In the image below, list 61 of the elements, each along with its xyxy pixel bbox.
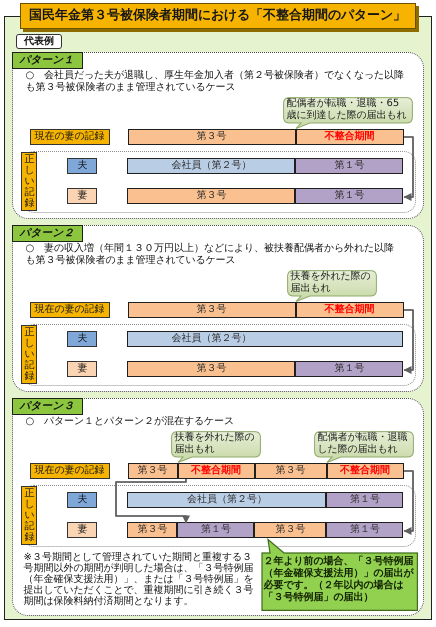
speech-bubble <box>282 96 412 128</box>
period-bar: 第３号 <box>254 462 326 478</box>
callout-text: ２年より前の場合、「３号特例届（年金確保支援法用）」の届出が必要です。（２年以内の場合は「３号特例届」の届出） <box>264 556 415 604</box>
vertical-label: 正しい記録 <box>21 324 38 384</box>
period-bar: 第３号 <box>127 188 296 204</box>
period-bar: 第１号 <box>295 158 404 174</box>
pattern-tab: パターン３ <box>12 398 82 414</box>
row-label: 現在の妻の記録 <box>30 462 110 478</box>
vertical-label: 正しい記録 <box>21 152 38 210</box>
case-description: ○ 会社員だった夫が退職し、厚生年金加入者（第２号被保険者）でなくなった以降も第３号被保険者のまま管理されているケース <box>26 70 406 94</box>
period-bar: 第３号 <box>128 302 296 318</box>
person-label: 夫 <box>67 158 98 174</box>
record-panel <box>22 484 416 546</box>
period-bar: 不整合期間 <box>178 462 254 478</box>
vertical-label: 正しい記録 <box>21 486 38 544</box>
period-bar: 第３号 <box>127 361 296 378</box>
period-bar: 第１号 <box>295 188 404 204</box>
period-bar: 会社員（第２号） <box>127 158 296 174</box>
bubble-text: 扶養を外れた際の届出もれ <box>174 432 256 455</box>
speech-bubble <box>170 430 260 462</box>
period-bar: 第１号 <box>177 522 254 538</box>
footnote: ※３号期間として管理されていた期間と重複する３号期間以外の期間が判明した場合は、「３号特例届（年金確保支援法用）」、または「３号特例届」を提出していただくことで、重複期間に引き続く３号期間は保険料納付済期間となります。 <box>24 552 254 606</box>
pattern-panel <box>12 225 424 392</box>
elbow-arrow <box>115 479 190 524</box>
elbow-arrow <box>404 470 414 535</box>
period-bar: 第１号 <box>295 361 404 378</box>
person-label: 夫 <box>67 331 98 348</box>
period-bar: 第３号 <box>128 462 178 478</box>
period-bar: 第３号 <box>254 522 326 538</box>
bubble-text: 配偶者が転職・退職した際の届出もれ <box>318 432 408 455</box>
speech-bubble <box>314 430 414 462</box>
pattern-panel <box>12 52 424 219</box>
elbow-arrow <box>404 309 414 374</box>
speech-bubble <box>286 270 376 302</box>
person-label: 妻 <box>67 522 98 538</box>
period-bar: 第１号 <box>326 492 404 508</box>
record-panel <box>22 324 416 386</box>
period-bar: 不整合期間 <box>296 128 404 144</box>
person-label: 妻 <box>67 361 98 378</box>
period-bar: 会社員（第２号） <box>127 492 326 508</box>
row-label: 現在の妻の記録 <box>30 128 110 144</box>
pattern-panel <box>12 398 424 616</box>
row-label: 現在の妻の記録 <box>30 302 110 318</box>
record-panel <box>22 150 416 212</box>
case-description: ○ 妻の収入増（年間１３０万円以上）などにより、被扶養配偶者から外れた以降も第３号被保険者のまま管理されているケース <box>26 242 396 268</box>
period-bar: 第１号 <box>326 522 404 538</box>
section-tag: 代表例 <box>16 34 62 49</box>
period-bar: 第３号 <box>128 128 296 144</box>
bubble-text: 配偶者が転職・退職・65歳に到達した際の届出もれ <box>286 98 408 121</box>
period-bar: 不整合期間 <box>326 462 404 478</box>
period-bar: 不整合期間 <box>296 302 404 318</box>
person-label: 夫 <box>67 492 98 508</box>
bubble-text: 扶養を外れた際の届出もれ <box>290 271 372 294</box>
person-label: 妻 <box>67 188 98 204</box>
period-bar: 第３号 <box>127 522 178 538</box>
case-description: ○ パターン１とパターン２が混在するケース <box>26 416 236 428</box>
period-bar: 会社員（第２号） <box>127 331 404 348</box>
title-banner: 国民年金第３号被保険者期間における「不整合期間のパターン」 <box>20 3 416 29</box>
pattern-tab: パターン２ <box>12 224 82 242</box>
elbow-arrow <box>404 136 414 201</box>
pattern-tab: パターン１ <box>12 52 82 68</box>
